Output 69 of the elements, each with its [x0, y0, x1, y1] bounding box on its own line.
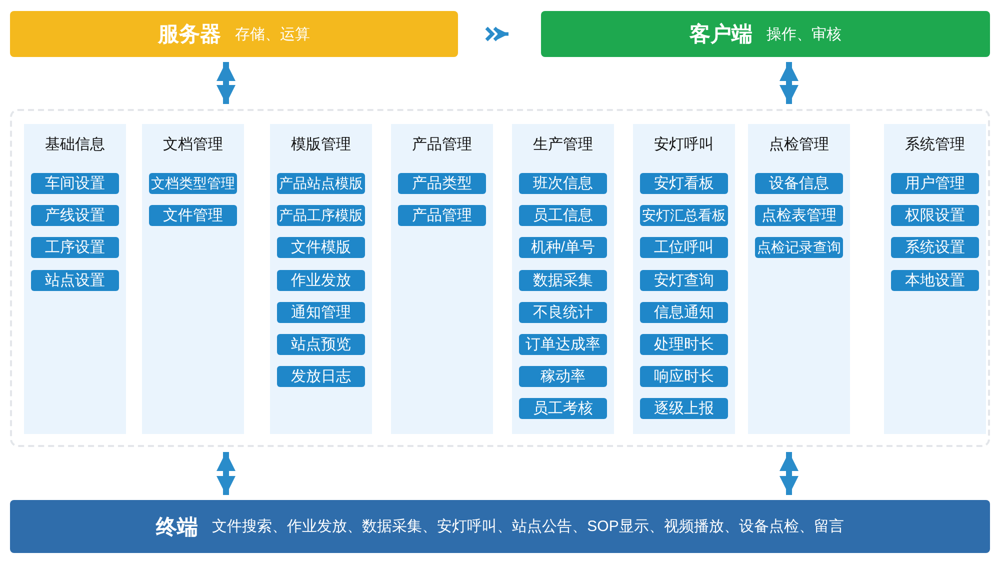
module-panel: [10, 109, 990, 447]
function-tag: 文档类型管理: [149, 173, 237, 194]
bar-subtitle: 文件搜索、作业发放、数据采集、安灯呼叫、站点公告、SOP显示、视频播放、设备点检、留言: [212, 517, 844, 536]
function-tag: 车间设置: [31, 173, 119, 194]
column-heading: 模版管理: [290, 135, 352, 154]
module-column: [748, 124, 850, 434]
function-tag: 设备信息: [755, 173, 843, 194]
double-arrow: [779, 452, 799, 495]
column-heading: 系统管理: [904, 135, 966, 154]
double-arrow: [216, 62, 236, 104]
function-tag: 发放日志: [277, 366, 365, 388]
module-column: [512, 124, 614, 434]
function-tag: 产品站点模版: [277, 173, 365, 194]
bar-title: 客户端: [690, 22, 752, 48]
function-tag: 不良统计: [519, 302, 607, 323]
module-column: [391, 124, 493, 434]
bar-title: 终端: [156, 514, 198, 540]
double-arrow: [779, 62, 799, 104]
function-tag: 员工考核: [519, 398, 607, 420]
function-tag: 处理时长: [640, 334, 728, 355]
function-tag: 系统设置: [891, 237, 979, 258]
function-tag: 信息通知: [640, 302, 728, 323]
bar-subtitle: 存储、运算: [235, 24, 310, 44]
function-tag: 文件管理: [149, 205, 237, 226]
client-bar: [541, 11, 990, 57]
function-tag: 响应时长: [640, 366, 728, 388]
column-heading: 文档管理: [162, 135, 224, 154]
terminal-bar: [10, 500, 990, 553]
function-tag: 工序设置: [31, 237, 119, 258]
function-tag: 通知管理: [277, 302, 365, 323]
function-tag: 产品类型: [398, 173, 486, 194]
bar-subtitle: 操作、审核: [766, 24, 842, 44]
function-tag: 本地设置: [891, 270, 979, 291]
function-tag: 点检记录查询: [755, 237, 843, 258]
function-tag: 产品管理: [398, 205, 486, 226]
server-bar: [10, 11, 458, 57]
function-tag: 产线设置: [31, 205, 119, 226]
function-tag: 安灯看板: [640, 173, 728, 194]
function-tag: 站点设置: [31, 270, 119, 291]
column-heading: 点检管理: [768, 135, 830, 154]
function-tag: 权限设置: [891, 205, 979, 226]
function-tag: 机种/单号: [519, 237, 607, 258]
function-tag: 作业发放: [277, 270, 365, 291]
function-tag: 用户管理: [891, 173, 979, 194]
module-column: [633, 124, 735, 434]
function-tag: 文件模版: [277, 237, 365, 258]
column-heading: 产品管理: [411, 135, 473, 154]
function-tag: 工位呼叫: [640, 237, 728, 258]
function-tag: 班次信息: [519, 173, 607, 194]
function-tag: 站点预览: [277, 334, 365, 355]
column-heading: 基础信息: [44, 135, 106, 154]
function-tag: 安灯查询: [640, 270, 728, 291]
function-tag: 安灯汇总看板: [640, 205, 728, 226]
column-heading: 安灯呼叫: [653, 135, 715, 154]
module-column: [142, 124, 244, 434]
function-tag: 点检表管理: [755, 205, 843, 226]
module-column: [884, 124, 986, 434]
column-heading: 生产管理: [532, 135, 594, 154]
bar-title: 服务器: [158, 22, 221, 48]
function-tag: 逐级上报: [640, 398, 728, 420]
function-tag: 订单达成率: [519, 334, 607, 355]
module-column: [270, 124, 372, 434]
function-tag: 员工信息: [519, 205, 607, 226]
chevron-arrow: [484, 26, 510, 42]
function-tag: 稼动率: [519, 366, 607, 388]
function-tag: 产品工序模版: [277, 205, 365, 226]
module-column: [24, 124, 126, 434]
double-arrow: [216, 452, 236, 495]
function-tag: 数据采集: [519, 270, 607, 291]
